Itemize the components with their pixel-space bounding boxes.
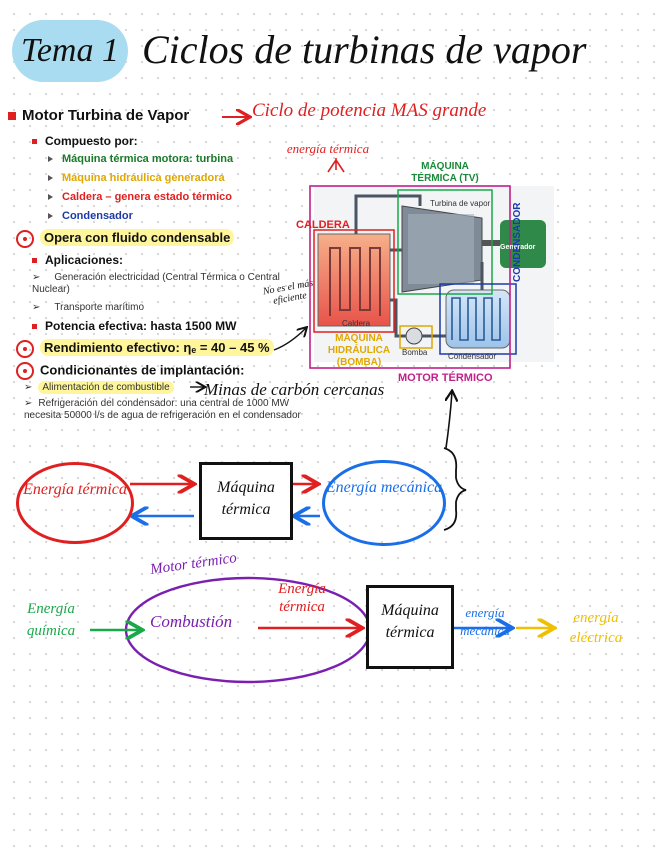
energia-electrica-text: energía eléctrica (569, 610, 623, 646)
circle-bullet-icon (16, 362, 34, 380)
component-item: Máquina térmica motora: turbina (48, 153, 233, 165)
condicionante-item: ➢Refrigeración del condensador: una cent… (24, 398, 324, 422)
tema-label: Tema 1 (21, 32, 119, 69)
square-bullet-icon (8, 112, 16, 121)
square-bullet-icon (32, 139, 37, 145)
section-title: Motor Turbina de Vapor (8, 107, 189, 124)
maquina-termica-box: Máquina térmica (199, 462, 293, 540)
energia-mecanica-flow2-text: energía mecánica (460, 605, 510, 638)
potencia-text: Potencia efectiva: hasta 1500 MW (45, 319, 237, 333)
bomba-frame (399, 325, 433, 349)
maquina-termica-box-2: Máquina térmica (366, 585, 454, 669)
square-bullet-icon (32, 324, 37, 330)
potencia-item: Potencia efectiva: hasta 1500 MW (32, 319, 236, 333)
caldera-coil (329, 247, 381, 316)
component-text: Caldera – genera estado térmico (62, 191, 232, 203)
arrow-bullet-icon: ➢ (32, 302, 41, 313)
page-title: Ciclos de turbinas de vapor (142, 27, 587, 72)
component-item: Caldera – genera estado térmico (48, 191, 232, 203)
aplicaciones-label: Aplicaciones: (32, 253, 123, 267)
maquina-termica-text: Máquina térmica (217, 479, 275, 518)
pump-shape (405, 327, 423, 345)
component-text: Condensador (62, 210, 133, 222)
tema-badge: Tema 1 (12, 20, 128, 82)
condensador-label: Condensador (448, 352, 497, 361)
aplicacion-item: ➢Generación electricidad (Central Térmic… (32, 272, 302, 296)
aplicacion-text: Generación electricidad (Central Térmica… (32, 272, 280, 295)
energia-termica-flow2-text: Energía térmica (278, 581, 326, 615)
opera-text: Opera con fluido condensable (40, 229, 235, 247)
section-note: Ciclo de potencia MAS grande (252, 100, 487, 121)
component-text: Máquina hidráulica generadora (62, 172, 225, 184)
caldera-small-label: Caldera (342, 319, 371, 328)
maquina-hidraulica-label: MÁQUINA HIDRÁULICA (BOMBA) (327, 333, 391, 368)
motor-termico-label: MOTOR TÉRMICO (398, 372, 493, 384)
maquina-termica-frame (397, 189, 493, 295)
triangle-bullet-icon (48, 175, 53, 182)
triangle-bullet-icon (48, 194, 53, 201)
energia-termica-note: energía térmica (286, 141, 370, 156)
condicionante-text: Refrigeración del condensador: una centr… (24, 398, 301, 421)
aplicacion-text: Transporte marítimo (54, 302, 145, 313)
circle-bullet-icon (16, 340, 34, 358)
condensador-frame (439, 283, 517, 355)
generator-shape (500, 220, 546, 268)
condicionante-text: Alimentación de combustible (38, 381, 174, 394)
arrow-bullet-icon: ➢ (32, 272, 41, 283)
energia-mecanica-oval: Energía mecánica (322, 460, 446, 546)
condicionantes-text: Condicionantes de implantación: (40, 362, 245, 378)
compuesto-label: Compuesto por: (32, 134, 138, 148)
triangle-bullet-icon (48, 156, 53, 163)
caldera-frame (313, 229, 395, 333)
bomba-label: Bomba (402, 348, 428, 357)
section-title-text: Motor Turbina de Vapor (22, 107, 190, 124)
maquina-termica-text-2: Máquina térmica (381, 602, 439, 641)
energia-termica-oval: Energía térmica (16, 462, 134, 544)
generador-label: Generador (500, 244, 536, 251)
arrow-bullet-icon: ➢ (24, 382, 33, 393)
opera-item: Opera con fluido condensable (16, 229, 235, 248)
circle-bullet-icon (16, 230, 34, 248)
energia-termica-text: Energía térmica (23, 481, 127, 498)
energia-quimica-text: Energía química (26, 601, 76, 639)
caldera-label: CALDERA (296, 219, 350, 231)
aplicacion-item: ➢ Transporte marítimo (32, 302, 144, 313)
triangle-bullet-icon (48, 213, 53, 220)
component-item: Condensador (48, 210, 133, 222)
component-text: Máquina térmica motora: turbina (62, 153, 234, 165)
motor-termico-frame (309, 185, 511, 369)
combustion-text: Combustión (150, 612, 233, 631)
condicionante-item: ➢ Alimentación de combustible (24, 381, 174, 394)
rendimiento-item: Rendimiento efectivo: ηₑ = 40 – 45 % (16, 339, 274, 358)
component-item: Máquina hidráulica generadora (48, 172, 225, 184)
square-bullet-icon (32, 258, 37, 264)
compuesto-text: Compuesto por: (45, 134, 138, 148)
energia-mecanica-text: Energía mecánica (325, 479, 443, 496)
rendimiento-text: Rendimiento efectivo: ηₑ = 40 – 45 % (40, 339, 274, 357)
turbina-label: Turbina de vapor (430, 199, 491, 208)
aplicaciones-text: Aplicaciones: (45, 253, 124, 267)
maquina-termica-label: MÁQUINA TÉRMICA (TV) (411, 161, 479, 184)
condicionantes-label: Condicionantes de implantación: (16, 362, 244, 380)
condensador-vertical-label: CONDENSADOR (512, 202, 523, 282)
minas-note: Minas de carbón cercanas (204, 380, 385, 399)
brace (443, 447, 467, 531)
arrow-bullet-icon: ➢ (24, 398, 33, 409)
